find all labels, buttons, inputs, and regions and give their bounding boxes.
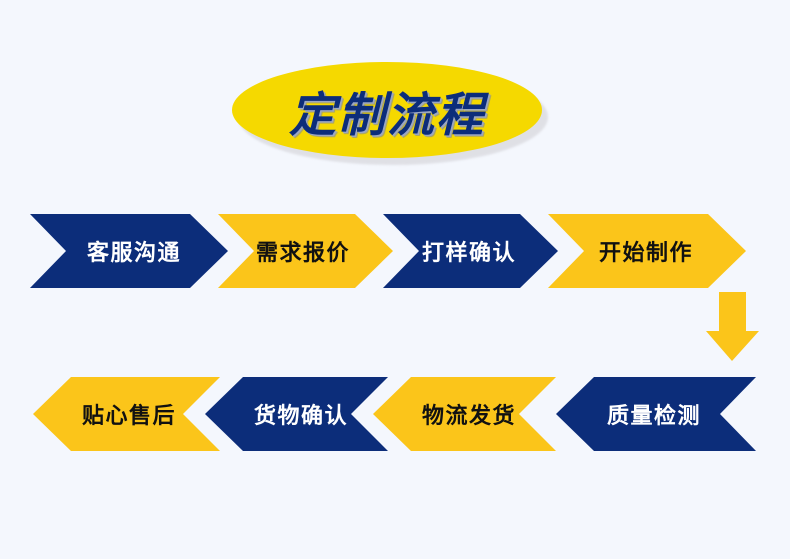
step-label-5[interactable]: 质量检测 — [606, 403, 701, 428]
arrow-shape-step-4[interactable] — [548, 214, 746, 288]
step-label-8[interactable]: 贴心售后 — [81, 403, 176, 428]
connector-down-arrow — [706, 292, 759, 361]
arrow-shape-step-3[interactable] — [383, 214, 558, 288]
title-badge-ellipse — [232, 62, 542, 158]
arrow-shape-step-5[interactable] — [556, 377, 756, 451]
step-label-6[interactable]: 物流发货 — [421, 403, 516, 428]
step-label-7[interactable]: 货物确认 — [253, 403, 348, 428]
arrow-shape-step-1[interactable] — [30, 214, 228, 288]
step-label-3[interactable]: 打样确认 — [421, 240, 516, 265]
arrow-shape-step-8[interactable] — [33, 377, 220, 451]
step-label-4[interactable]: 开始制作 — [598, 240, 693, 265]
step-label-2[interactable]: 需求报价 — [255, 240, 350, 265]
page-title: 定制流程 — [289, 87, 485, 141]
step-label-1[interactable]: 客服沟通 — [86, 240, 181, 265]
arrow-shape-step-2[interactable] — [218, 214, 393, 288]
arrow-shape-step-6[interactable] — [373, 377, 556, 451]
title-badge: 定制流程 — [232, 62, 552, 166]
arrow-shape-step-7[interactable] — [205, 377, 388, 451]
